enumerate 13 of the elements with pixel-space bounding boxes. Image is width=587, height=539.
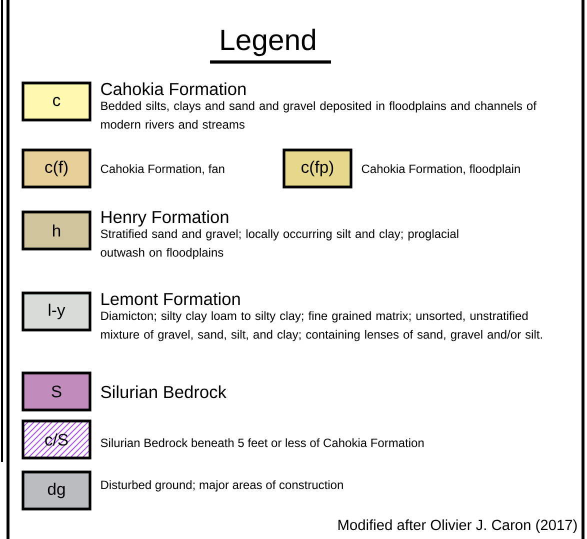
legend-description: Diamicton; silty clay loam to silty clay; fine grained matrix; unsorted, unstratified mixture of gravel, sand, silt, and clay; containing lenses of sand, gravel and/or silt. — [101, 311, 542, 342]
legend-heading: Cahokia Formation — [101, 82, 246, 96]
legend-description: Bedded silts, clays and sand and gravel deposited in floodplains and channels of modern rivers and streams — [101, 101, 536, 129]
legend-text: Cahokia Formation, floodplain — [362, 164, 520, 176]
legend-title: Legend — [221, 28, 316, 56]
source-note: Modified after Olivier J. Caron (2017) — [338, 519, 577, 534]
legend-text: Silurian Bedrock beneath 5 feet or less of Cahokia Formation — [100, 438, 424, 448]
legend-text: Cahokia Formation, fan — [100, 164, 224, 175]
legend-text: Disturbed ground; major areas of construction — [101, 480, 343, 492]
legend-description: Stratified sand and gravel; locally occurring silt and clay; proglacial outwash on floodplains — [100, 229, 458, 260]
legend-heading: Silurian Bedrock — [101, 385, 226, 398]
legend-heading: Henry Formation — [102, 210, 228, 227]
legend-heading: Lemont Formation — [102, 292, 240, 306]
